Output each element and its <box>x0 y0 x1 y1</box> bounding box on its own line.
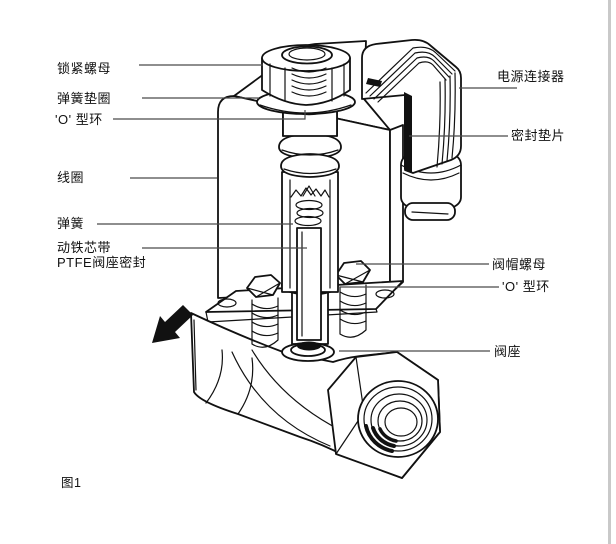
bonnet-screw-right <box>335 260 371 338</box>
page-edge-line <box>608 0 611 544</box>
connector-ribs <box>365 46 456 168</box>
label-seal-gasket: 密封垫片 <box>511 128 566 143</box>
label-lock-nut: 锁紧螺母 <box>57 61 112 76</box>
armature-tube <box>281 171 339 341</box>
plunger-spring <box>294 185 324 227</box>
body-contours <box>193 319 341 447</box>
label-o-ring-bottom: 'O' 型环 <box>502 279 550 294</box>
label-spring-washer: 弹簧垫圈 <box>57 91 112 106</box>
threaded-port <box>327 351 441 479</box>
label-bonnet-nut: 阀帽螺母 <box>492 257 547 272</box>
label-armature: 动铁芯带 PTFE阀座密封 <box>57 240 147 270</box>
ptfe-seal-tip <box>297 341 321 351</box>
power-connector <box>361 38 462 174</box>
bonnet-screw-left <box>246 274 281 348</box>
label-power-connector: 电源连接器 <box>497 69 565 84</box>
guide-collars <box>278 107 342 178</box>
plunger-rod <box>296 227 322 341</box>
lock-nut <box>261 44 351 106</box>
leader-o-ring-top <box>113 110 306 120</box>
connector-slot <box>366 78 382 87</box>
label-spring: 弹簧 <box>57 216 85 231</box>
port-threads <box>363 386 433 453</box>
cutaway-edge <box>290 187 330 198</box>
flow-arrow-icon <box>152 305 193 343</box>
valve-seat <box>281 341 335 362</box>
label-valve-seat: 阀座 <box>494 344 522 359</box>
leader-lines <box>97 64 517 352</box>
seal-gasket-strip <box>404 92 412 172</box>
label-o-ring-top: 'O' 型环 <box>55 112 103 127</box>
label-coil: 线圈 <box>57 170 85 185</box>
stud-threads <box>291 67 327 97</box>
figure-caption: 图1 <box>61 476 82 490</box>
